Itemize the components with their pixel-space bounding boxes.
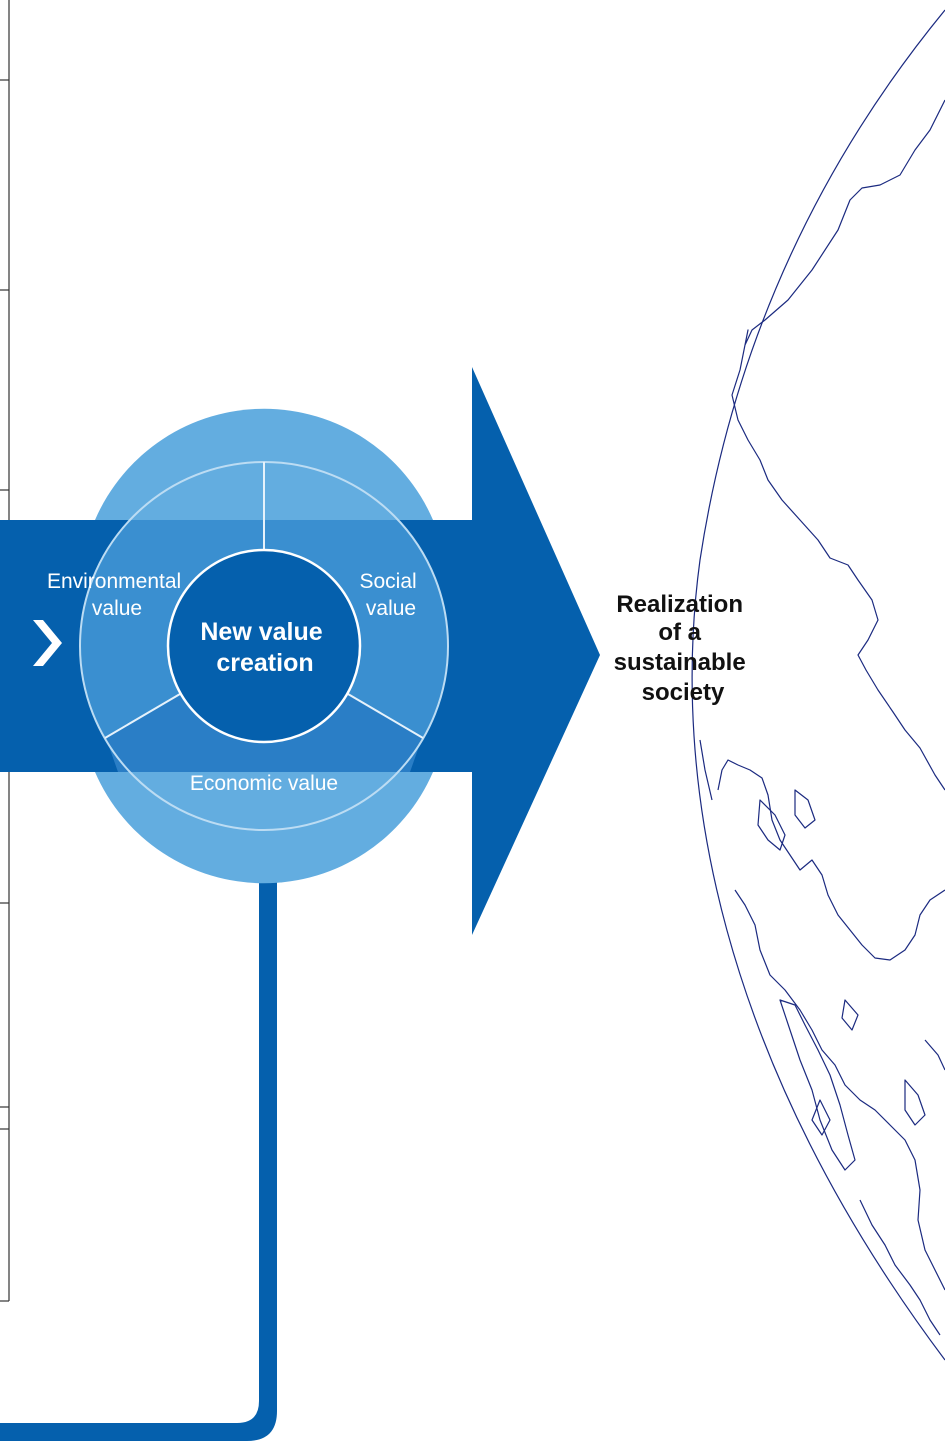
globe-island-a — [757, 799, 786, 851]
divider-right — [347, 693, 424, 739]
ring-economic-mid — [106, 693, 422, 772]
globe-detail-2 — [841, 999, 859, 1031]
globe-continent-upper — [731, 99, 945, 791]
social-value-label: Social value — [359, 570, 422, 620]
globe-continent-coast — [717, 759, 945, 961]
globe-island-b — [794, 789, 816, 829]
divider-left — [104, 693, 181, 739]
environmental-value-label: Environmental value — [47, 570, 187, 620]
globe-outline — [691, 9, 945, 1361]
center-label: New value creation — [200, 618, 329, 677]
goal-label: Realization of a sustainable society — [614, 591, 753, 706]
globe-icon — [691, 9, 945, 1361]
value-ring — [79, 408, 449, 884]
globe-peninsula — [779, 999, 856, 1171]
globe-detail-3 — [699, 739, 713, 801]
globe-peninsula-lower — [859, 1199, 941, 1336]
globe-island-d — [924, 1039, 945, 1071]
globe-continent-lower — [734, 889, 945, 1291]
center-circle — [166, 548, 362, 744]
ring-bottom-band — [95, 772, 433, 884]
chevron-right-icon — [33, 620, 62, 666]
connector-line — [0, 843, 277, 1441]
globe-island-c — [904, 1079, 926, 1126]
globe-detail-1 — [811, 1099, 831, 1136]
economic-value-label: Economic value — [190, 772, 338, 795]
